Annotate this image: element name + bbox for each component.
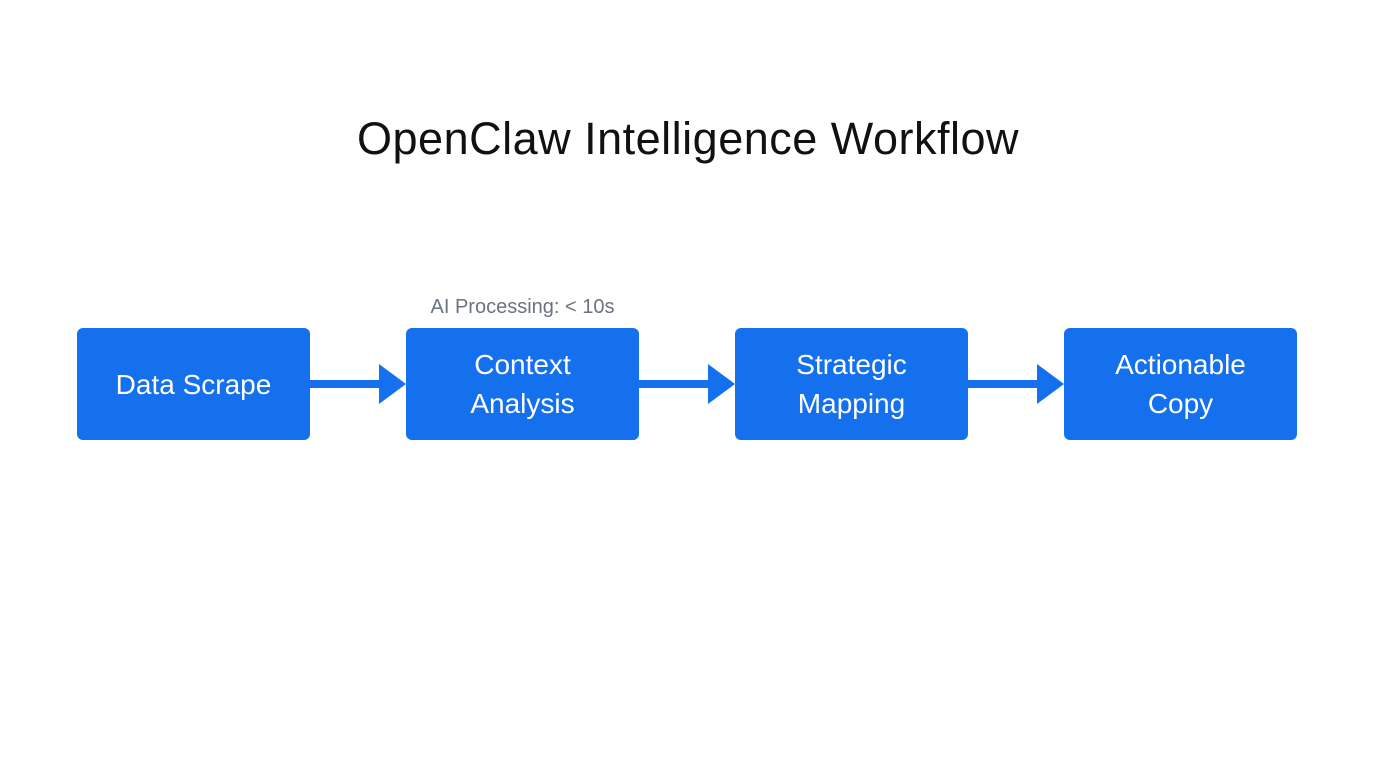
flow-arrow-1 [310,364,406,404]
flow-arrow-3 [968,364,1064,404]
flow-node-strategic-mapping: Strategic Mapping [735,328,968,440]
flow-node-actionable-copy: Actionable Copy [1064,328,1297,440]
flow-arrow-2 [639,364,735,404]
node-label-actionable-copy: Actionable Copy [1064,328,1297,440]
ai-processing-annotation: AI Processing: < 10s [430,296,615,318]
arrow-head-icon [708,364,735,404]
arrow-shaft [310,380,379,388]
flow-node-context-analysis: AI Processing: < 10s Context Analysis [406,296,639,440]
arrow-shaft [968,380,1037,388]
arrow-shaft [639,380,708,388]
node-label-context-analysis: Context Analysis [406,328,639,440]
node-label-data-scrape: Data Scrape [77,328,310,440]
diagram-title: OpenClaw Intelligence Workflow [357,113,1019,165]
arrow-head-icon [1037,364,1064,404]
workflow-row: Data Scrape AI Processing: < 10s Context… [77,296,1297,440]
arrow-head-icon [379,364,406,404]
flow-node-data-scrape: Data Scrape [77,328,310,440]
node-label-strategic-mapping: Strategic Mapping [735,328,968,440]
